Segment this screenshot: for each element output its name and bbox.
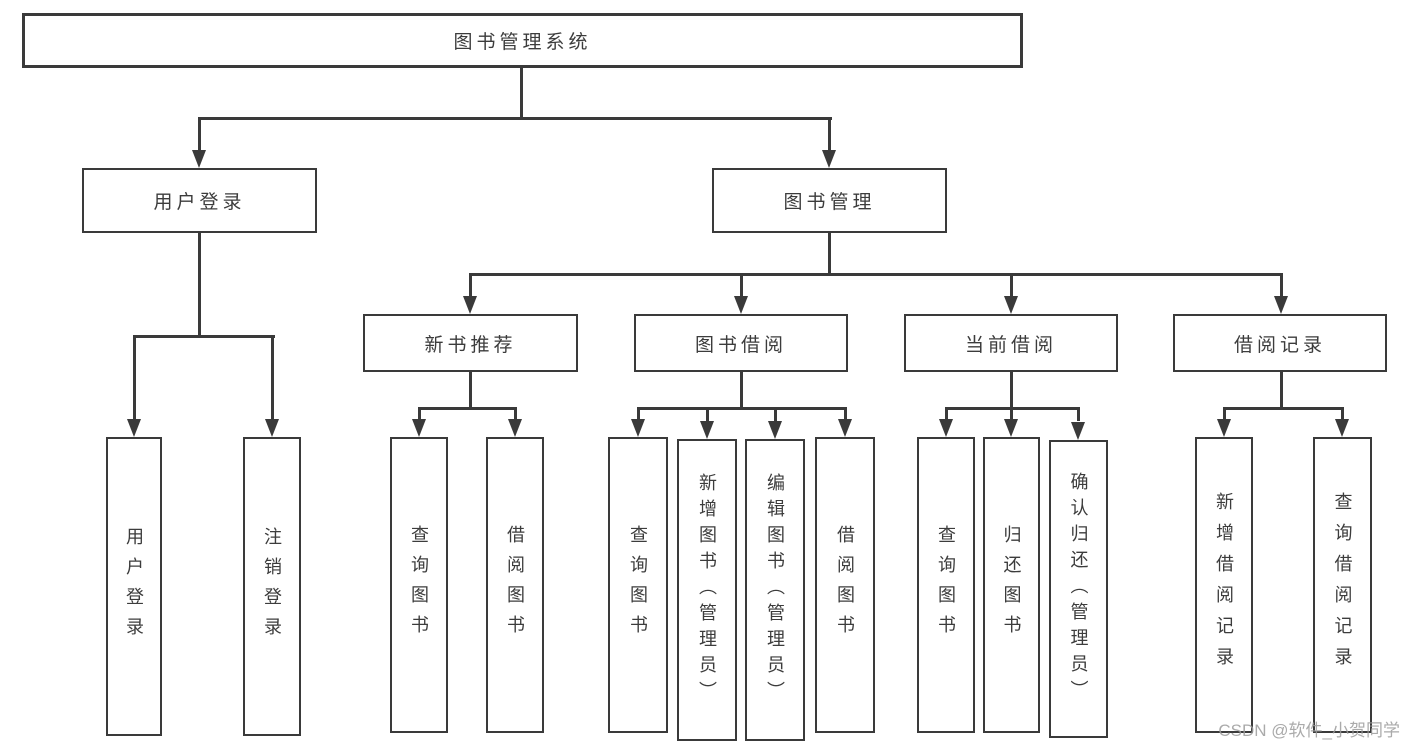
node-leaf-query-book-3-label: 查询图书 [936, 525, 956, 645]
connector-leaf-stem-7 [945, 407, 948, 421]
node-current-borrow: 当前借阅 [904, 314, 1118, 372]
arrow-to-leaf-logout [265, 419, 279, 437]
connector-new-book-splitter [418, 407, 517, 410]
arrow-to-book-mgmt [822, 150, 836, 168]
connector-new-book-stem [469, 273, 472, 298]
node-borrow-record-label: 借阅记录 [1233, 334, 1326, 356]
node-leaf-add-borrow-record-label: 新增借阅记录 [1214, 492, 1234, 678]
connector-book-mgmt-down [828, 233, 831, 275]
connector-leaf-stem-1 [418, 407, 421, 421]
connector-leaf-stem-9 [1077, 407, 1080, 421]
arrow-to-leaf-borrow-book-2 [838, 419, 852, 437]
connector-level2-splitter [198, 117, 832, 120]
arrow-to-leaf-confirm-return-admin [1071, 422, 1085, 440]
node-borrow-record: 借阅记录 [1173, 314, 1387, 372]
node-leaf-query-book-1: 查询图书 [390, 437, 448, 733]
node-root: 图书管理系统 [22, 13, 1023, 68]
node-new-book-recommend-label: 新书推荐 [424, 334, 517, 356]
node-leaf-borrow-book-1-label: 借阅图书 [505, 525, 525, 645]
node-leaf-add-book-admin-label: 新增图书（管理员） [697, 473, 717, 707]
arrow-to-leaf-edit-book-admin [768, 421, 782, 439]
connector-leaf-logout-stem [271, 335, 274, 421]
connector-book-borrow-splitter [637, 407, 847, 410]
connector-leaf-stem-3 [637, 407, 640, 421]
connector-leaf-stem-2 [514, 407, 517, 421]
connector-user-login-stem [198, 117, 201, 152]
connector-leaf-stem-11 [1341, 407, 1344, 421]
node-leaf-return-book: 归还图书 [983, 437, 1040, 733]
node-leaf-query-borrow-record: 查询借阅记录 [1313, 437, 1372, 733]
connector-leaf-stem-8 [1010, 407, 1013, 421]
node-leaf-return-book-label: 归还图书 [1001, 525, 1022, 645]
connector-borrow-record-down [1280, 372, 1283, 410]
node-leaf-query-borrow-record-label: 查询借阅记录 [1332, 492, 1353, 678]
node-leaf-borrow-book-1: 借阅图书 [486, 437, 544, 733]
connector-leaf-stem-5 [774, 407, 777, 421]
connector-current-borrow-down [1010, 372, 1013, 410]
arrow-to-leaf-user-login [127, 419, 141, 437]
node-leaf-add-borrow-record: 新增借阅记录 [1195, 437, 1253, 733]
connector-borrow-record-splitter [1223, 407, 1344, 410]
connector-book-borrow-stem [740, 273, 743, 298]
node-leaf-borrow-book-2: 借阅图书 [815, 437, 875, 733]
node-user-login-label: 用户登录 [153, 192, 246, 213]
watermark: CSDN @软件_小贺同学 [1218, 721, 1400, 740]
node-leaf-user-login-label: 用户登录 [124, 526, 144, 647]
arrow-to-leaf-query-book-3 [939, 419, 953, 437]
node-leaf-confirm-return-admin-label: 确认归还（管理员） [1068, 472, 1089, 706]
node-new-book-recommend: 新书推荐 [363, 314, 578, 372]
connector-book-borrow-down [740, 372, 743, 410]
connector-level3-splitter [469, 273, 1283, 276]
arrow-to-leaf-add-borrow-record [1217, 419, 1231, 437]
connector-leaf-stem-10 [1223, 407, 1226, 421]
arrow-to-borrow-record [1274, 296, 1288, 314]
arrow-to-current-borrow [1004, 296, 1018, 314]
node-leaf-logout-label: 注销登录 [262, 526, 282, 647]
node-user-login: 用户登录 [82, 168, 317, 233]
node-leaf-edit-book-admin-label: 编辑图书（管理员） [765, 473, 785, 707]
connector-current-borrow-stem [1010, 273, 1013, 298]
node-leaf-add-book-admin: 新增图书（管理员） [677, 439, 737, 741]
node-leaf-user-login: 用户登录 [106, 437, 162, 736]
arrow-to-new-book [463, 296, 477, 314]
node-book-borrow: 图书借阅 [634, 314, 848, 372]
node-leaf-query-book-2: 查询图书 [608, 437, 668, 733]
connector-leaf-stem-6 [844, 407, 847, 421]
arrow-to-leaf-query-borrow-record [1335, 419, 1349, 437]
node-leaf-query-book-1-label: 查询图书 [409, 525, 429, 645]
node-leaf-logout: 注销登录 [243, 437, 301, 736]
arrow-to-leaf-add-book-admin [700, 421, 714, 439]
node-leaf-edit-book-admin: 编辑图书（管理员） [745, 439, 805, 741]
arrow-to-leaf-borrow-book-1 [508, 419, 522, 437]
node-leaf-borrow-book-2-label: 借阅图书 [835, 525, 855, 645]
node-leaf-query-book-2-label: 查询图书 [628, 525, 648, 645]
node-leaf-confirm-return-admin: 确认归还（管理员） [1049, 440, 1108, 738]
node-book-mgmt: 图书管理 [712, 168, 947, 233]
connector-user-login-down [198, 232, 201, 338]
connector-root-stem [520, 68, 523, 120]
node-root-label: 图书管理系统 [453, 32, 592, 53]
connector-book-mgmt-stem [828, 117, 831, 152]
node-current-borrow-label: 当前借阅 [964, 334, 1057, 356]
arrow-to-book-borrow [734, 296, 748, 314]
arrow-to-leaf-query-book-2 [631, 419, 645, 437]
arrow-to-user-login [192, 150, 206, 168]
connector-new-book-down [469, 372, 472, 410]
node-leaf-query-book-3: 查询图书 [917, 437, 975, 733]
node-book-borrow-label: 图书借阅 [694, 334, 787, 356]
arrow-to-leaf-return-book [1004, 419, 1018, 437]
connector-user-login-splitter [133, 335, 275, 338]
connector-leaf-stem-4 [706, 407, 709, 421]
connector-leaf-user-login-stem [133, 335, 136, 421]
arrow-to-leaf-query-book-1 [412, 419, 426, 437]
node-book-mgmt-label: 图书管理 [783, 192, 876, 213]
connector-borrow-record-stem [1280, 273, 1283, 298]
